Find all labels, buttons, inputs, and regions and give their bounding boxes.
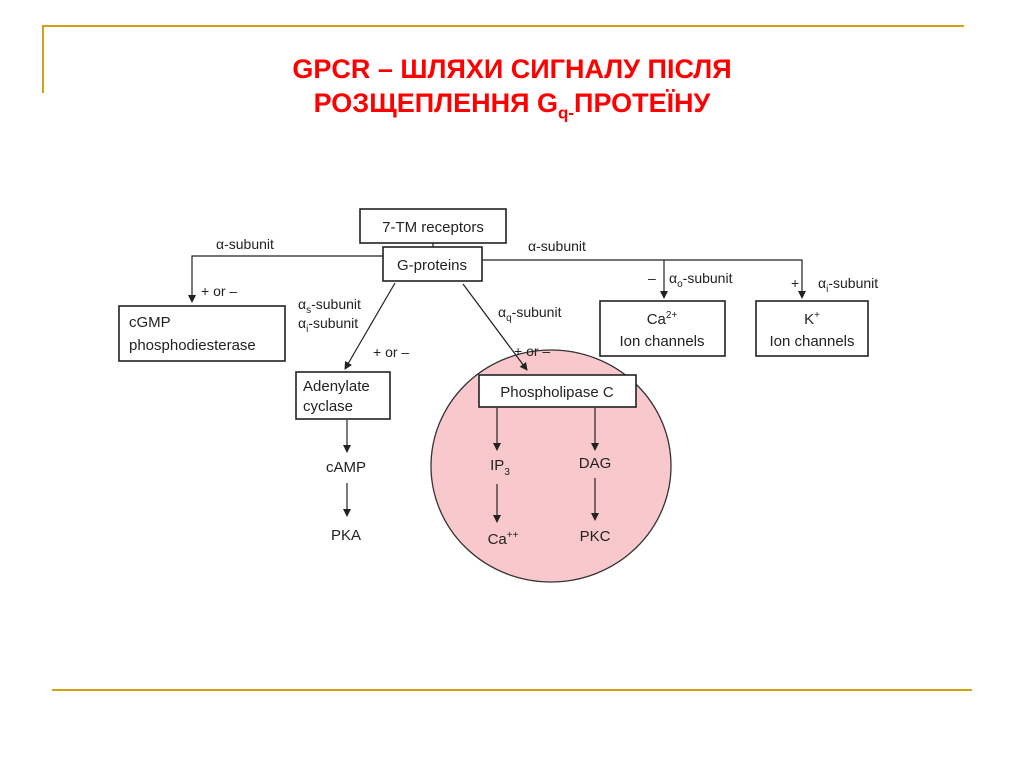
right-branch-line bbox=[482, 259, 806, 299]
ca-channels-box: Ca2+ Ion channels bbox=[599, 300, 726, 357]
camp-node: cAMP bbox=[326, 459, 366, 476]
adenylate-label-1: Adenylate bbox=[303, 378, 370, 395]
gproteins-box: G-proteins bbox=[382, 246, 483, 282]
left-border-line bbox=[42, 25, 44, 93]
receptors-label: 7-TM receptors bbox=[382, 219, 484, 236]
cgmp-plus-minus-label: + or – bbox=[201, 283, 237, 299]
k-channels-label-1: K+ bbox=[804, 310, 820, 328]
adenylate-box: Adenylate cyclase bbox=[295, 371, 391, 420]
plc-box: Phospholipase C bbox=[478, 374, 637, 408]
ip3-node: IP3 bbox=[490, 457, 510, 478]
left-branch-line bbox=[188, 255, 383, 303]
title-subscript: q- bbox=[558, 103, 575, 123]
gq-highlight-circle bbox=[430, 349, 672, 583]
cgmp-label-1: cGMP bbox=[129, 314, 171, 331]
adenylate-arrow bbox=[344, 282, 396, 370]
title-line-2: РОЗЩЕПЛЕННЯ Gq-ПРОТЕЇНУ bbox=[0, 86, 1024, 130]
ca-channels-label-1: Ca2+ bbox=[647, 310, 678, 328]
title-line-2-pre: РОЗЩЕПЛЕННЯ G bbox=[313, 88, 558, 118]
k-plus-label: + bbox=[791, 275, 799, 291]
cgmp-box: cGMP phosphodiesterase bbox=[118, 305, 286, 362]
ca-minus-label: – bbox=[648, 270, 656, 286]
alpha-subunit-left-label: α-subunit bbox=[216, 236, 274, 252]
bottom-border-line bbox=[52, 689, 972, 691]
dag-node: DAG bbox=[579, 455, 612, 472]
receptors-box: 7-TM receptors bbox=[359, 208, 507, 244]
alpha-q-subunit-label: αq-subunit bbox=[498, 304, 562, 324]
slide-title: GPCR – ШЛЯХИ СИГНАЛУ ПІСЛЯ РОЗЩЕПЛЕННЯ G… bbox=[0, 52, 1024, 130]
top-border-line bbox=[42, 25, 964, 27]
alpha-o-subunit-label: αo-subunit bbox=[669, 270, 733, 290]
pka-node: PKA bbox=[331, 527, 361, 544]
title-line-1: GPCR – ШЛЯХИ СИГНАЛУ ПІСЛЯ bbox=[292, 54, 732, 84]
ca-channels-label-2: Ion channels bbox=[619, 333, 704, 350]
plc-plus-minus-label: + or – bbox=[514, 343, 550, 359]
alpha-s-subunit-label: αs-subunit bbox=[298, 296, 361, 316]
adenylate-plus-minus-label: + or – bbox=[373, 344, 409, 360]
ca-ion-node: Ca++ bbox=[488, 530, 519, 548]
cgmp-label-2: phosphodiesterase bbox=[129, 337, 256, 354]
gproteins-label: G-proteins bbox=[397, 257, 467, 274]
pkc-node: PKC bbox=[580, 528, 611, 545]
alpha-i-k-subunit-label: αi-subunit bbox=[818, 275, 878, 295]
k-channels-label-2: Ion channels bbox=[769, 333, 854, 350]
alpha-i-subunit-label: αi-subunit bbox=[298, 315, 358, 335]
alpha-subunit-right-label: α-subunit bbox=[528, 238, 586, 254]
plc-label: Phospholipase C bbox=[500, 384, 614, 401]
adenylate-label-2: cyclase bbox=[303, 398, 353, 415]
plc-arrow bbox=[462, 283, 528, 371]
k-channels-box: K+ Ion channels bbox=[755, 300, 869, 357]
title-line-2-post: ПРОТЕЇНУ bbox=[574, 88, 711, 118]
